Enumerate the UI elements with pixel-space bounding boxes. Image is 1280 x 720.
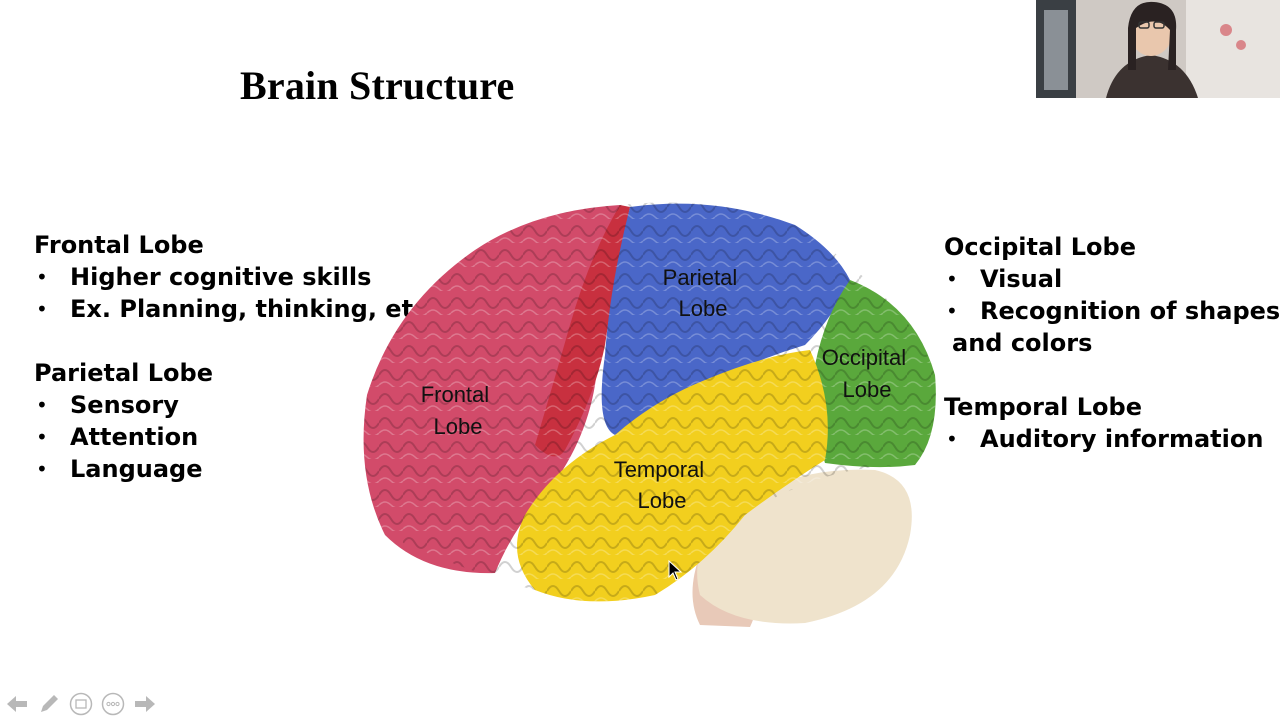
bullet-glyph: • [36,457,48,481]
mouse-cursor-icon [668,560,683,581]
frontal-lobe-section: Frontal Lobe •Higher cognitive skills •E… [34,229,436,325]
bullet-glyph: • [946,267,958,291]
bullet-item: •Language [36,455,203,483]
bullet-glyph: • [36,425,48,449]
diagram-label-occipital: Occipital Lobe [822,345,912,402]
bullet-list: •Sensory •Attention •Language [34,389,213,485]
bullet-continuation: and colors [952,329,1093,357]
presentation-toolbar [4,690,158,718]
diagram-label-frontal: Frontal Lobe [421,382,496,439]
bullet-glyph: • [36,393,48,417]
bullet-item: •Sensory [36,391,179,419]
slide-title: Brain Structure [240,63,515,108]
pen-icon[interactable] [36,691,62,717]
bullet-glyph: • [36,265,48,289]
bullet-glyph: • [946,427,958,451]
gyri-texture [363,202,936,602]
bullet-list: •Visual •Recognition of shapes and color… [944,263,1280,359]
bullet-glyph: • [946,299,958,323]
bullet-list: •Auditory information [944,423,1263,455]
section-heading: Frontal Lobe [34,231,204,259]
next-arrow-icon[interactable] [132,691,158,717]
section-heading: Occipital Lobe [944,233,1136,261]
previous-arrow-icon[interactable] [4,691,30,717]
diagram-label-parietal: Parietal Lobe [663,265,744,321]
temporal-lobe-section: Temporal Lobe •Auditory information [944,391,1263,455]
bullet-item: •Ex. Planning, thinking, etc. [36,295,437,323]
bullet-list: •Higher cognitive skills •Ex. Planning, … [34,261,436,325]
bullet-item: •Recognition of shapes [946,297,1280,325]
section-heading: Parietal Lobe [34,359,213,387]
slides-icon[interactable] [68,691,94,717]
bullet-item: •Auditory information [946,425,1264,453]
presenter-video-frame [1036,0,1280,98]
diagram-label-temporal: Temporal Lobe [614,457,711,513]
parietal-lobe-section: Parietal Lobe •Sensory •Attention •Langu… [34,357,213,485]
bullet-item: •Attention [36,423,199,451]
bullet-item: •Visual [946,265,1063,293]
bullet-glyph: • [36,297,48,321]
webcam-video [1036,0,1280,98]
brain-diagram: Parietal Lobe Frontal Lobe Occipital Lob… [363,202,936,627]
occipital-lobe-section: Occipital Lobe •Visual •Recognition of s… [944,231,1280,359]
bullet-item: •Higher cognitive skills [36,263,372,291]
more-options-icon[interactable] [100,691,126,717]
section-heading: Temporal Lobe [944,393,1142,421]
